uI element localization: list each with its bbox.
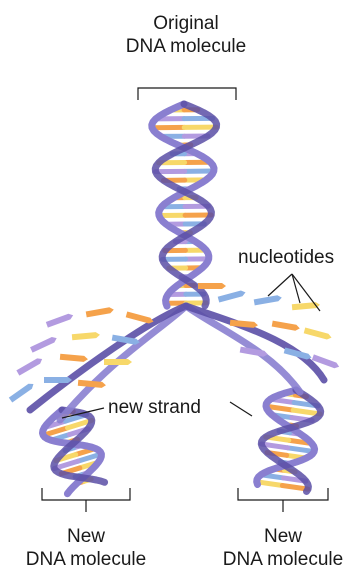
original-label: Original DNA molecule [103,12,269,58]
free-nucleotide [126,311,155,324]
right-new-helix-base-pair-half [282,485,308,489]
nucleotide-shape [198,283,226,289]
free-nucleotide [78,380,106,388]
nucleotide-shape [272,321,301,332]
nucleotide-shape [218,289,247,302]
new-right-bracket [238,488,328,500]
free-nucleotide [218,289,247,302]
free-nucleotide [16,356,43,375]
nucleotide-shape [78,380,106,388]
nucleotide-shape [16,356,43,375]
nucleotide-shape [46,312,74,327]
free-nucleotide [9,382,35,403]
free-nucleotide [104,359,132,365]
free-nucleotide [30,335,58,352]
free-nucleotide [46,312,74,327]
free-nucleotide [254,295,283,306]
original-bracket [138,88,236,100]
new-left-label-line1: New [0,525,172,548]
nucleotide-shape [72,332,100,340]
nucleotide-shape [104,359,132,365]
new-left-bracket [42,488,130,500]
right-new-helix-base-pair-half [288,448,314,452]
free-nucleotide [304,327,333,340]
free-nucleotide [198,283,226,289]
nucleotide-shape [254,295,283,306]
free-nucleotide [72,332,100,340]
nucleotide-shape [304,327,333,340]
free-nucleotide [44,377,72,383]
new-strand-pointer-right [230,402,252,416]
nucleotide-shape [9,382,35,403]
free-nucleotide [60,354,88,362]
nucleotides-pointer-1 [268,274,292,296]
new-right-label: New DNA molecule [197,525,360,571]
new-left-label: New DNA molecule [0,525,172,571]
nucleotide-shape [86,307,115,318]
new-right-label-line2: DNA molecule [197,548,360,571]
nucleotide-shape [60,354,88,362]
nucleotide-shape [30,335,58,352]
new-strand-label: new strand [108,396,201,419]
nucleotide-shape [126,311,155,324]
nucleotide-shape [230,320,258,328]
free-nucleotide [230,320,258,328]
new-left-label-line2: DNA molecule [0,548,172,571]
right-new-helix-base-pair-half [293,410,320,414]
original-label-line2: DNA molecule [103,35,269,58]
free-nucleotide [272,321,301,332]
free-nucleotide [86,307,115,318]
nucleotide-shape [44,377,72,383]
new-right-label-line1: New [197,525,360,548]
original-label-line1: Original [103,12,269,35]
nucleotides-label: nucleotides [238,246,334,269]
